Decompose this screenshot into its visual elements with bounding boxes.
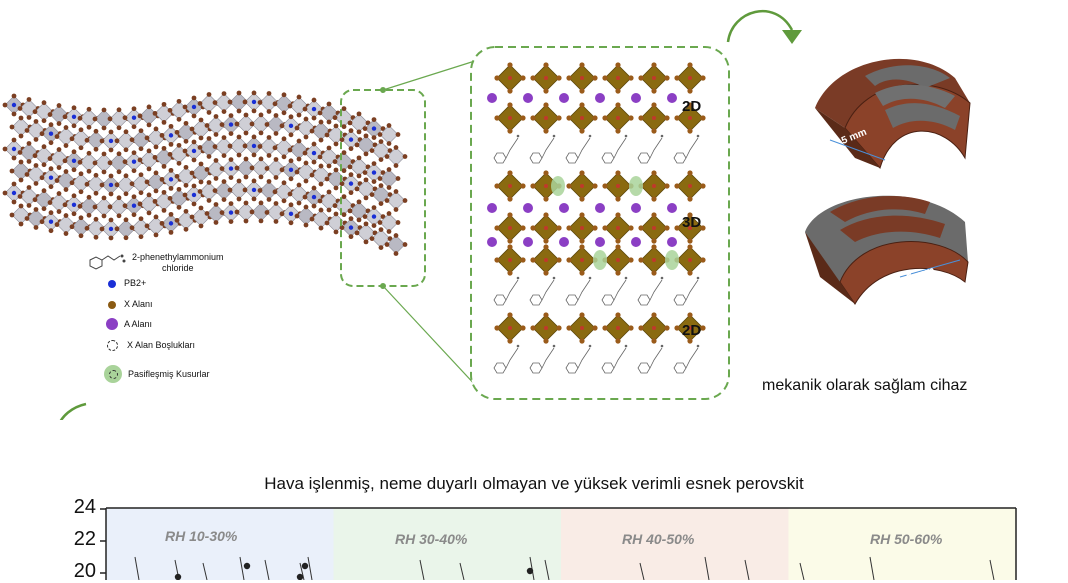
layer-label-3d: 3D	[682, 214, 702, 231]
legend-item-a-site: A Alanı	[106, 318, 152, 330]
y-tick-label: 20	[73, 560, 96, 582]
chart	[0, 495, 1068, 580]
data-point	[174, 573, 182, 580]
device-caption: mekanik olarak sağlam cihaz	[762, 377, 968, 394]
legend-label: A Alanı	[124, 318, 153, 329]
dashed-ring-icon	[107, 340, 118, 351]
legend-item-passivated: Pasifleşmiş Kusurlar	[104, 365, 210, 383]
layer-label-bottom-2d: 2D	[682, 322, 702, 339]
green-ellipse-icon	[104, 365, 122, 383]
data-point	[296, 573, 304, 580]
legend-label: Pasifleşmiş Kusurlar	[128, 368, 210, 379]
legend-label: 2-phenethylammonium chloride	[132, 252, 224, 273]
crystal-structure-image	[0, 85, 420, 265]
rh-band	[561, 508, 789, 580]
data-point	[526, 567, 534, 575]
band-label-rh-10-30: RH 10-30%	[165, 528, 238, 544]
rh-band	[333, 508, 561, 580]
chart-title: Hava işlenmiş, neme duyarlı olmayan ve y…	[264, 474, 804, 493]
legend-label: X Alan Boşlukları	[127, 340, 196, 350]
legend-item-x-vacancy: X Alan Boşlukları	[107, 340, 195, 351]
legend-label: PB2+	[124, 278, 147, 288]
legend-item-molecule: 2-phenethylammonium chloride	[84, 252, 224, 274]
purple-dot-icon	[106, 318, 118, 330]
rh-band	[788, 508, 1016, 580]
legend-label: X Alanı	[124, 299, 153, 309]
flexible-device-top: 5 mm	[805, 48, 975, 178]
band-label-rh-30-40: RH 30-40%	[395, 531, 468, 547]
legend-item-pb: PB2+	[108, 278, 146, 289]
data-point	[301, 562, 309, 570]
layer-label-top-2d: 2D	[682, 98, 702, 115]
y-tick-label: 22	[73, 528, 96, 550]
band-label-rh-40-50: RH 40-50%	[622, 531, 695, 547]
flexible-device-bottom: 5 mm	[800, 182, 975, 307]
blue-dot-icon	[108, 279, 116, 288]
layered-structure-panel	[470, 46, 730, 400]
rh-band	[106, 508, 334, 580]
band-label-rh-50-60: RH 50-60%	[870, 531, 943, 547]
brown-dot-icon	[108, 300, 116, 309]
molecule-icon	[84, 252, 130, 274]
y-tick-label: 24	[73, 496, 96, 518]
legend-item-x-site: X Alanı	[108, 299, 153, 310]
data-point	[243, 562, 251, 570]
